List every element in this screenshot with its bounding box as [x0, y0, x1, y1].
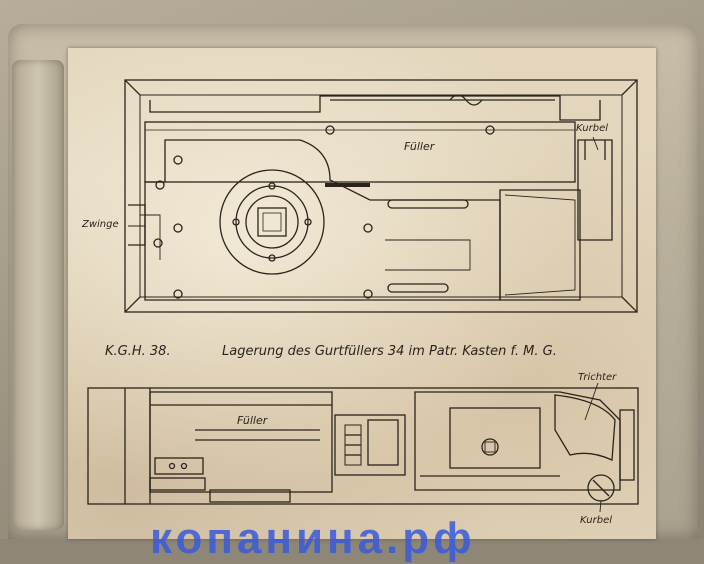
label-zwinge: Zwinge	[82, 219, 119, 230]
label-fueller-top: Füller	[404, 140, 435, 153]
zwinge-clamp	[128, 204, 146, 246]
watermark-text: копанина.рф	[150, 514, 476, 563]
bottom-view-outer-frame	[87, 387, 639, 505]
label-fueller-bottom: Füller	[237, 414, 268, 427]
fueller-body-bottom	[149, 391, 333, 493]
top-view-outer-frame	[124, 79, 638, 313]
label-trichter: Trichter	[578, 372, 617, 383]
square-drive	[257, 207, 287, 237]
label-kurbel-bottom: Kurbel	[580, 515, 613, 526]
kurbel-top	[577, 139, 613, 241]
trichter-funnel	[554, 394, 616, 461]
leader-lines	[128, 136, 602, 513]
gear-disc-outer	[219, 169, 325, 275]
housing-plate	[144, 139, 501, 301]
bolt-head	[481, 438, 499, 456]
label-kurbel-top: Kurbel	[576, 123, 609, 134]
bottom-view-drawing	[87, 387, 639, 505]
lid-side-panel	[12, 60, 64, 530]
fueller-body-top	[144, 121, 576, 183]
caption-code: K.G.H. 38.	[105, 344, 171, 359]
caption-title: Lagerung des Gurtfüllers 34 im Patr. Kas…	[222, 344, 557, 359]
technical-drawing	[87, 79, 639, 513]
top-view-drawing	[124, 79, 638, 313]
